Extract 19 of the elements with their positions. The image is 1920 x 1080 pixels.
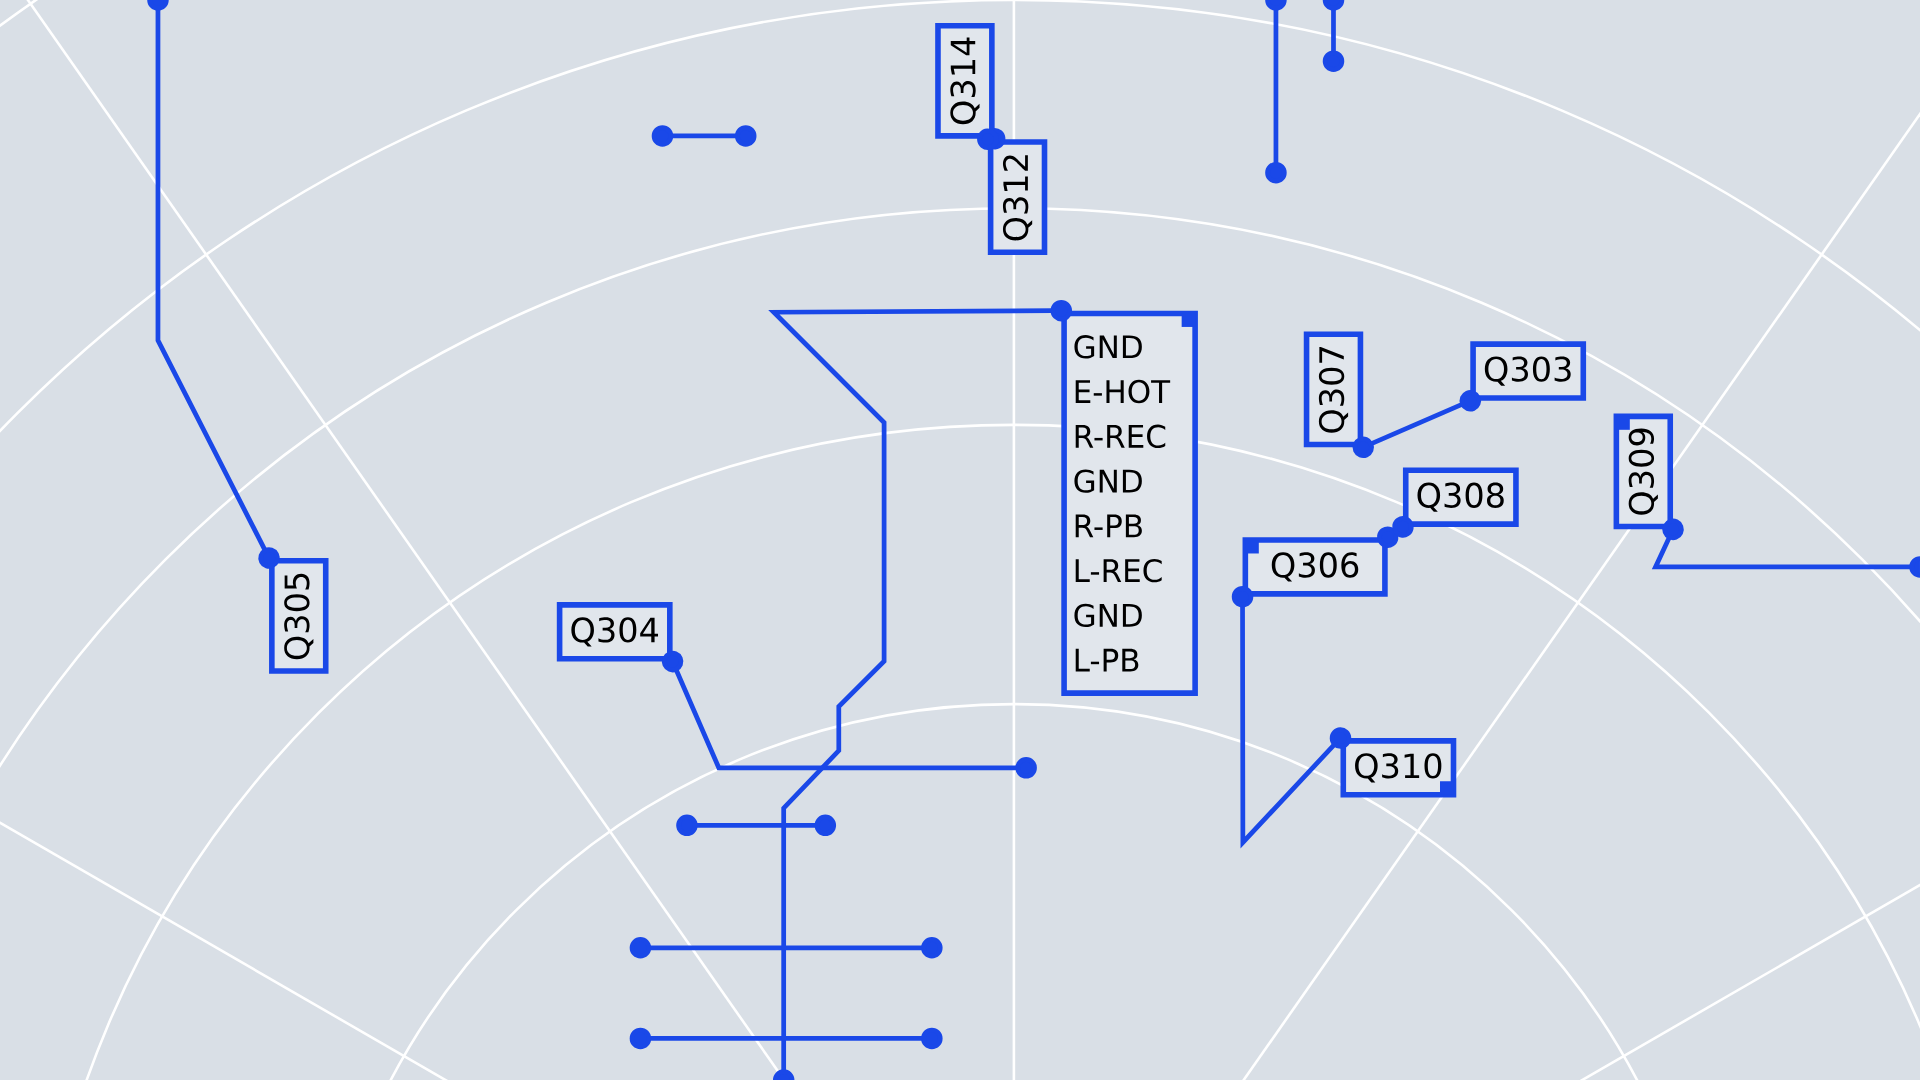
leader-line (1231, 585, 1352, 849)
label-box: Q310 (1340, 738, 1457, 798)
leader-line (1651, 518, 1920, 578)
leader-line (147, 0, 280, 569)
label-box: Q305 (269, 558, 329, 674)
label-box: Q304 (556, 602, 673, 662)
leader-line (661, 650, 1037, 779)
label-box: Q312 (987, 139, 1048, 256)
leader-line (768, 299, 1073, 1080)
label-box: Q308 (1402, 467, 1519, 527)
label-box: Q306 (1242, 537, 1388, 597)
label-box: Q314 (935, 22, 995, 139)
label-box: Q309 (1613, 413, 1674, 530)
leader-line (1376, 516, 1414, 548)
label-box: Q303 (1470, 341, 1587, 401)
leader-line (977, 127, 1006, 150)
leader-line (1352, 390, 1482, 459)
label-box: Q307 (1303, 331, 1364, 448)
pin-list-box: GND E-HOT R-REC GND R-PB L-REC GND L-PB (1061, 310, 1198, 696)
